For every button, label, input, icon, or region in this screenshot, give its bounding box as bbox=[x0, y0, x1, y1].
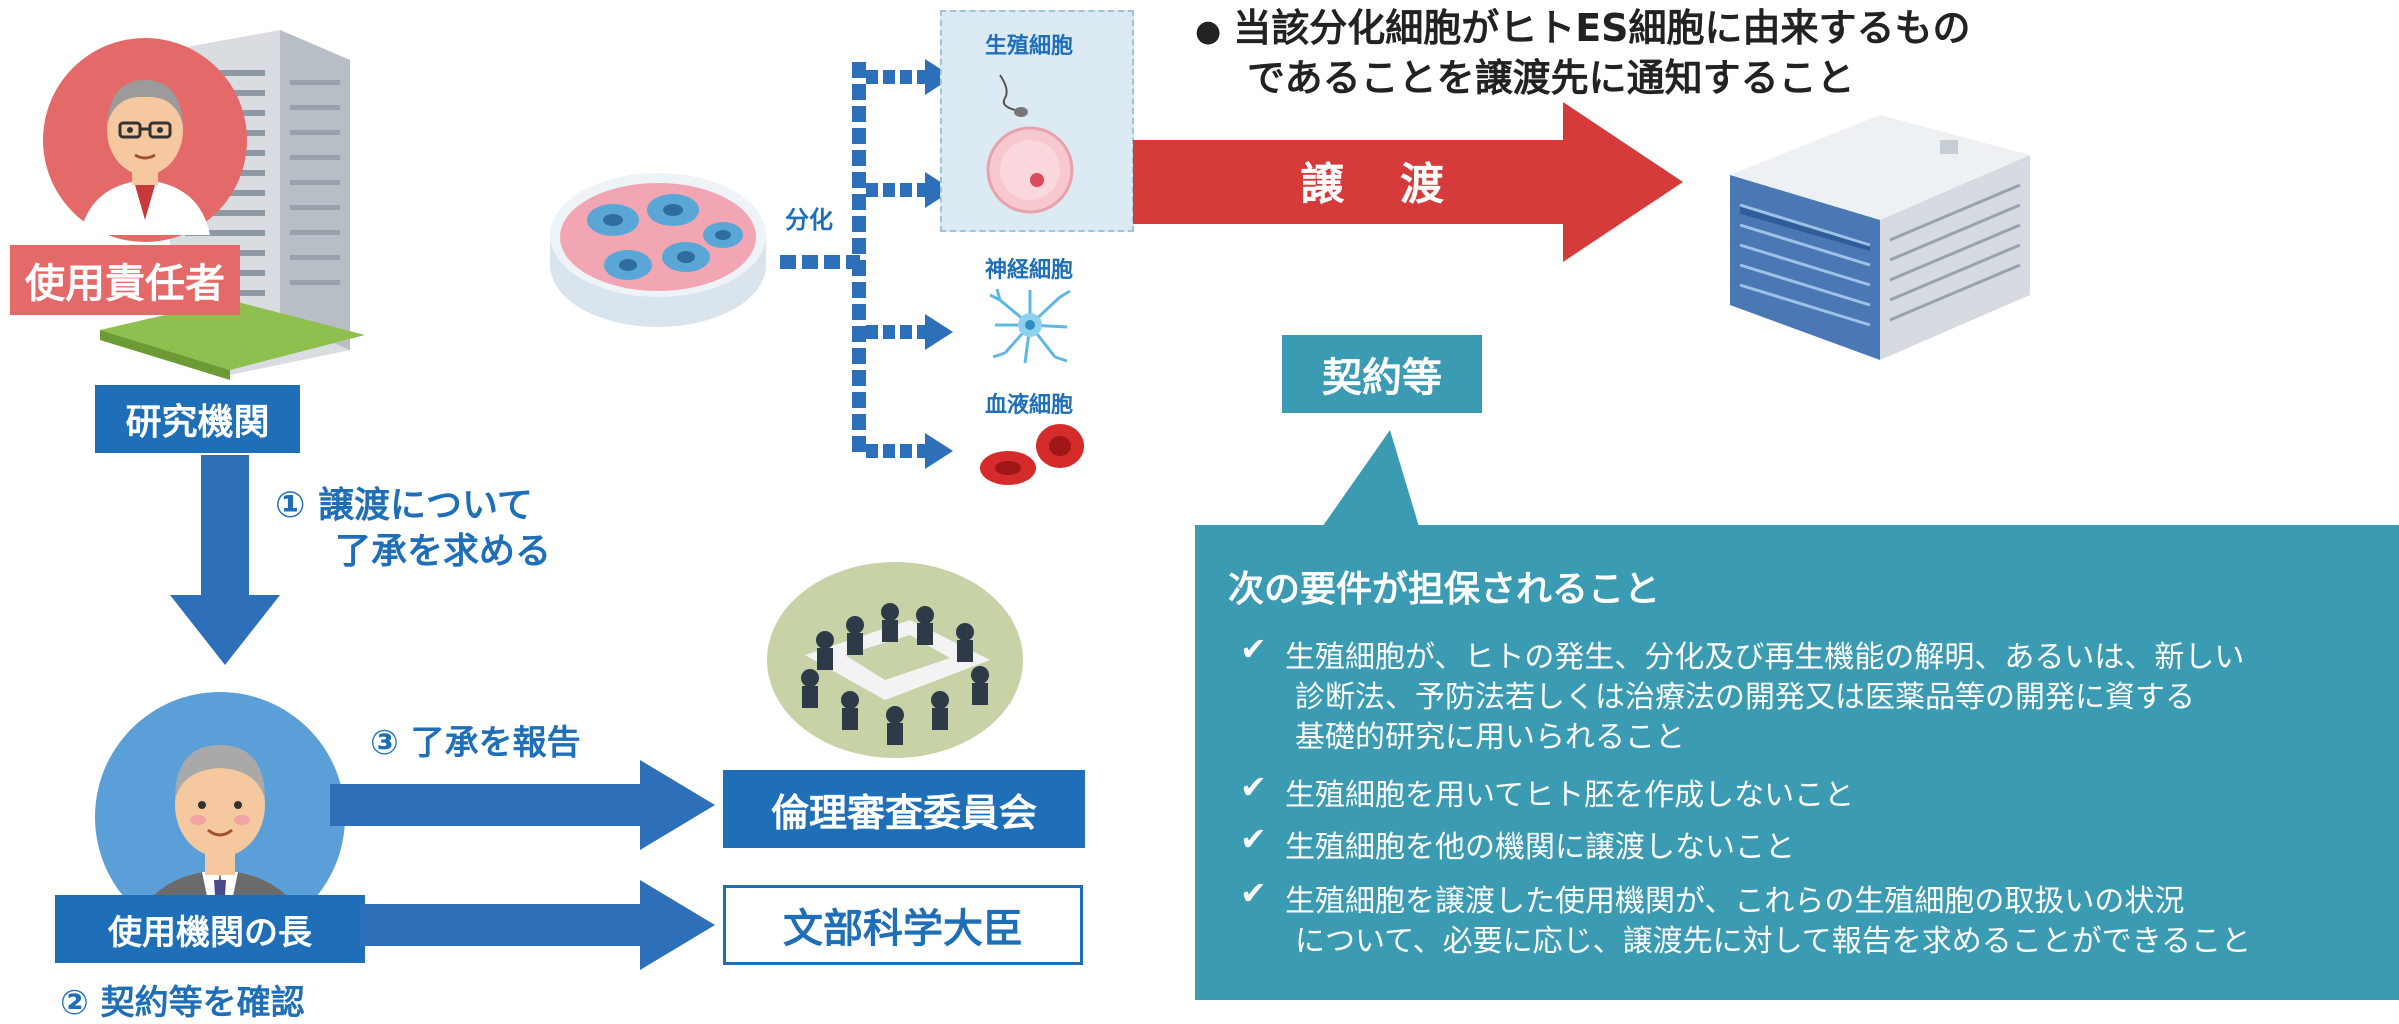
req1-line3: 基礎的研究に用いられること bbox=[1295, 720, 1685, 755]
check-icon-1: ✔ bbox=[1240, 630, 1267, 668]
blood-cell-icon bbox=[978, 420, 1088, 490]
dash-branch-4 bbox=[866, 444, 926, 458]
minister-box: 文部科学大臣 bbox=[723, 885, 1083, 965]
step3-label: ③ 了承を報告 bbox=[370, 723, 581, 763]
req4-line2: について、必要に応じ、譲渡先に対して報告を求めることができること bbox=[1295, 924, 2252, 959]
req1-line2: 診断法、予防法若しくは治療法の開発又は医薬品等の開発に資する bbox=[1295, 680, 2195, 715]
arrowhead-3 bbox=[925, 314, 953, 350]
recipient-building-icon bbox=[1720, 115, 2040, 365]
transfer-label: 譲 渡 bbox=[1300, 159, 1450, 210]
req4-line1: 生殖細胞を譲渡した使用機関が、これらの生殖細胞の取扱いの状況 bbox=[1285, 884, 2185, 919]
user-responsible-label: 使用責任者 bbox=[25, 261, 225, 307]
dash-branch-3 bbox=[866, 325, 926, 339]
arrow-to-minister bbox=[360, 880, 715, 970]
dash-branch-1 bbox=[866, 70, 926, 84]
petri-dish-icon bbox=[548, 165, 768, 335]
minister-label: 文部科学大臣 bbox=[783, 906, 1023, 952]
research-institution-label: 研究機関 bbox=[125, 402, 270, 443]
check-icon-3: ✔ bbox=[1240, 820, 1267, 858]
blood-cell-label: 血液細胞 bbox=[985, 393, 1074, 418]
check-icon-2: ✔ bbox=[1240, 768, 1267, 806]
arrow-to-ethics bbox=[330, 760, 715, 850]
contract-label: 契約等 bbox=[1322, 355, 1442, 401]
requirements-callout bbox=[1195, 430, 2399, 1000]
egg-cell-icon bbox=[985, 125, 1075, 215]
step1-line2: 了承を求める bbox=[335, 531, 552, 572]
research-institution-box: 研究機関 bbox=[95, 385, 300, 453]
step1-line1: ① 譲渡について bbox=[275, 485, 533, 526]
down-arrow bbox=[170, 455, 280, 665]
head-of-institution-label: 使用機関の長 bbox=[108, 912, 312, 953]
top-note-line2: であることを譲渡先に通知すること bbox=[1247, 56, 1855, 100]
nerve-cell-icon bbox=[985, 285, 1075, 365]
bullet-icon: ● bbox=[1195, 14, 1222, 49]
req3: 生殖細胞を他の機関に譲渡しないこと bbox=[1285, 830, 1795, 865]
requirements-title: 次の要件が担保されること bbox=[1228, 569, 1661, 610]
ethics-committee-box: 倫理審査委員会 bbox=[723, 770, 1085, 848]
meeting-illustration bbox=[765, 560, 1025, 760]
ethics-committee-label: 倫理審査委員会 bbox=[770, 790, 1037, 835]
head-of-institution-box: 使用機関の長 bbox=[55, 895, 365, 963]
check-icon-4: ✔ bbox=[1240, 874, 1267, 912]
dash-vertical bbox=[852, 62, 866, 452]
germ-cell-label: 生殖細胞 bbox=[985, 34, 1074, 59]
req1-line1: 生殖細胞が、ヒトの発生、分化及び再生機能の解明、あるいは、新しい bbox=[1285, 640, 2245, 675]
step2-label: ② 契約等を確認 bbox=[60, 983, 305, 1023]
transfer-arrow bbox=[1133, 102, 1683, 262]
dash-branch-2 bbox=[866, 183, 926, 197]
user-responsible-box: 使用責任者 bbox=[10, 245, 240, 315]
req2: 生殖細胞を用いてヒト胚を作成しないこと bbox=[1285, 778, 1855, 813]
sperm-icon bbox=[995, 70, 1055, 120]
dash-horizontal bbox=[780, 255, 860, 269]
doctor-avatar bbox=[40, 35, 250, 245]
arrowhead-4 bbox=[925, 433, 953, 469]
nerve-cell-label: 神経細胞 bbox=[985, 258, 1074, 283]
top-note-line1: 当該分化細胞がヒトES細胞に由来するもの bbox=[1233, 6, 1971, 50]
step1-label: ① 譲渡について 了承を求める bbox=[275, 483, 551, 575]
contract-box: 契約等 bbox=[1282, 335, 1482, 413]
differentiation-label: 分化 bbox=[785, 206, 833, 234]
top-note: ● 当該分化細胞がヒトES細胞に由来するもの であることを譲渡先に通知すること bbox=[1195, 5, 1971, 101]
